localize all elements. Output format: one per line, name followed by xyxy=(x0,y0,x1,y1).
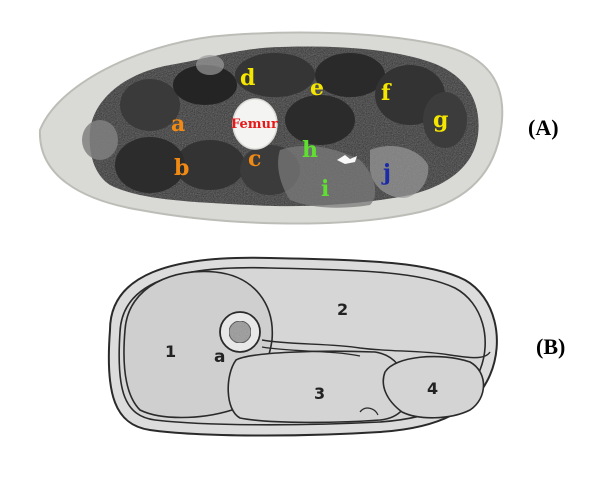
muscle-label-j: j xyxy=(383,162,391,184)
bone-a-inner xyxy=(229,321,251,343)
muscle-label-h: h xyxy=(302,139,318,161)
panel-b-tag: (B) xyxy=(536,334,565,360)
region-label-2: 2 xyxy=(337,302,348,318)
region-label-a: a xyxy=(214,349,225,366)
region-label-3: 3 xyxy=(314,386,325,402)
muscle-label-e: e xyxy=(310,77,324,99)
muscle-label-a: a xyxy=(171,113,185,135)
region-label-4: 4 xyxy=(427,381,438,397)
muscle-label-d: d xyxy=(240,67,255,89)
muscle-label-i: i xyxy=(321,178,329,200)
femur-label: Femur xyxy=(231,118,278,131)
region-label-1: 1 xyxy=(165,344,176,360)
muscle-label-c: c xyxy=(248,148,261,170)
muscle-label-b: b xyxy=(174,157,189,179)
muscle-label-g: g xyxy=(433,109,448,131)
panel-a-tag: (A) xyxy=(528,115,559,141)
muscle-label-f: f xyxy=(381,82,390,104)
